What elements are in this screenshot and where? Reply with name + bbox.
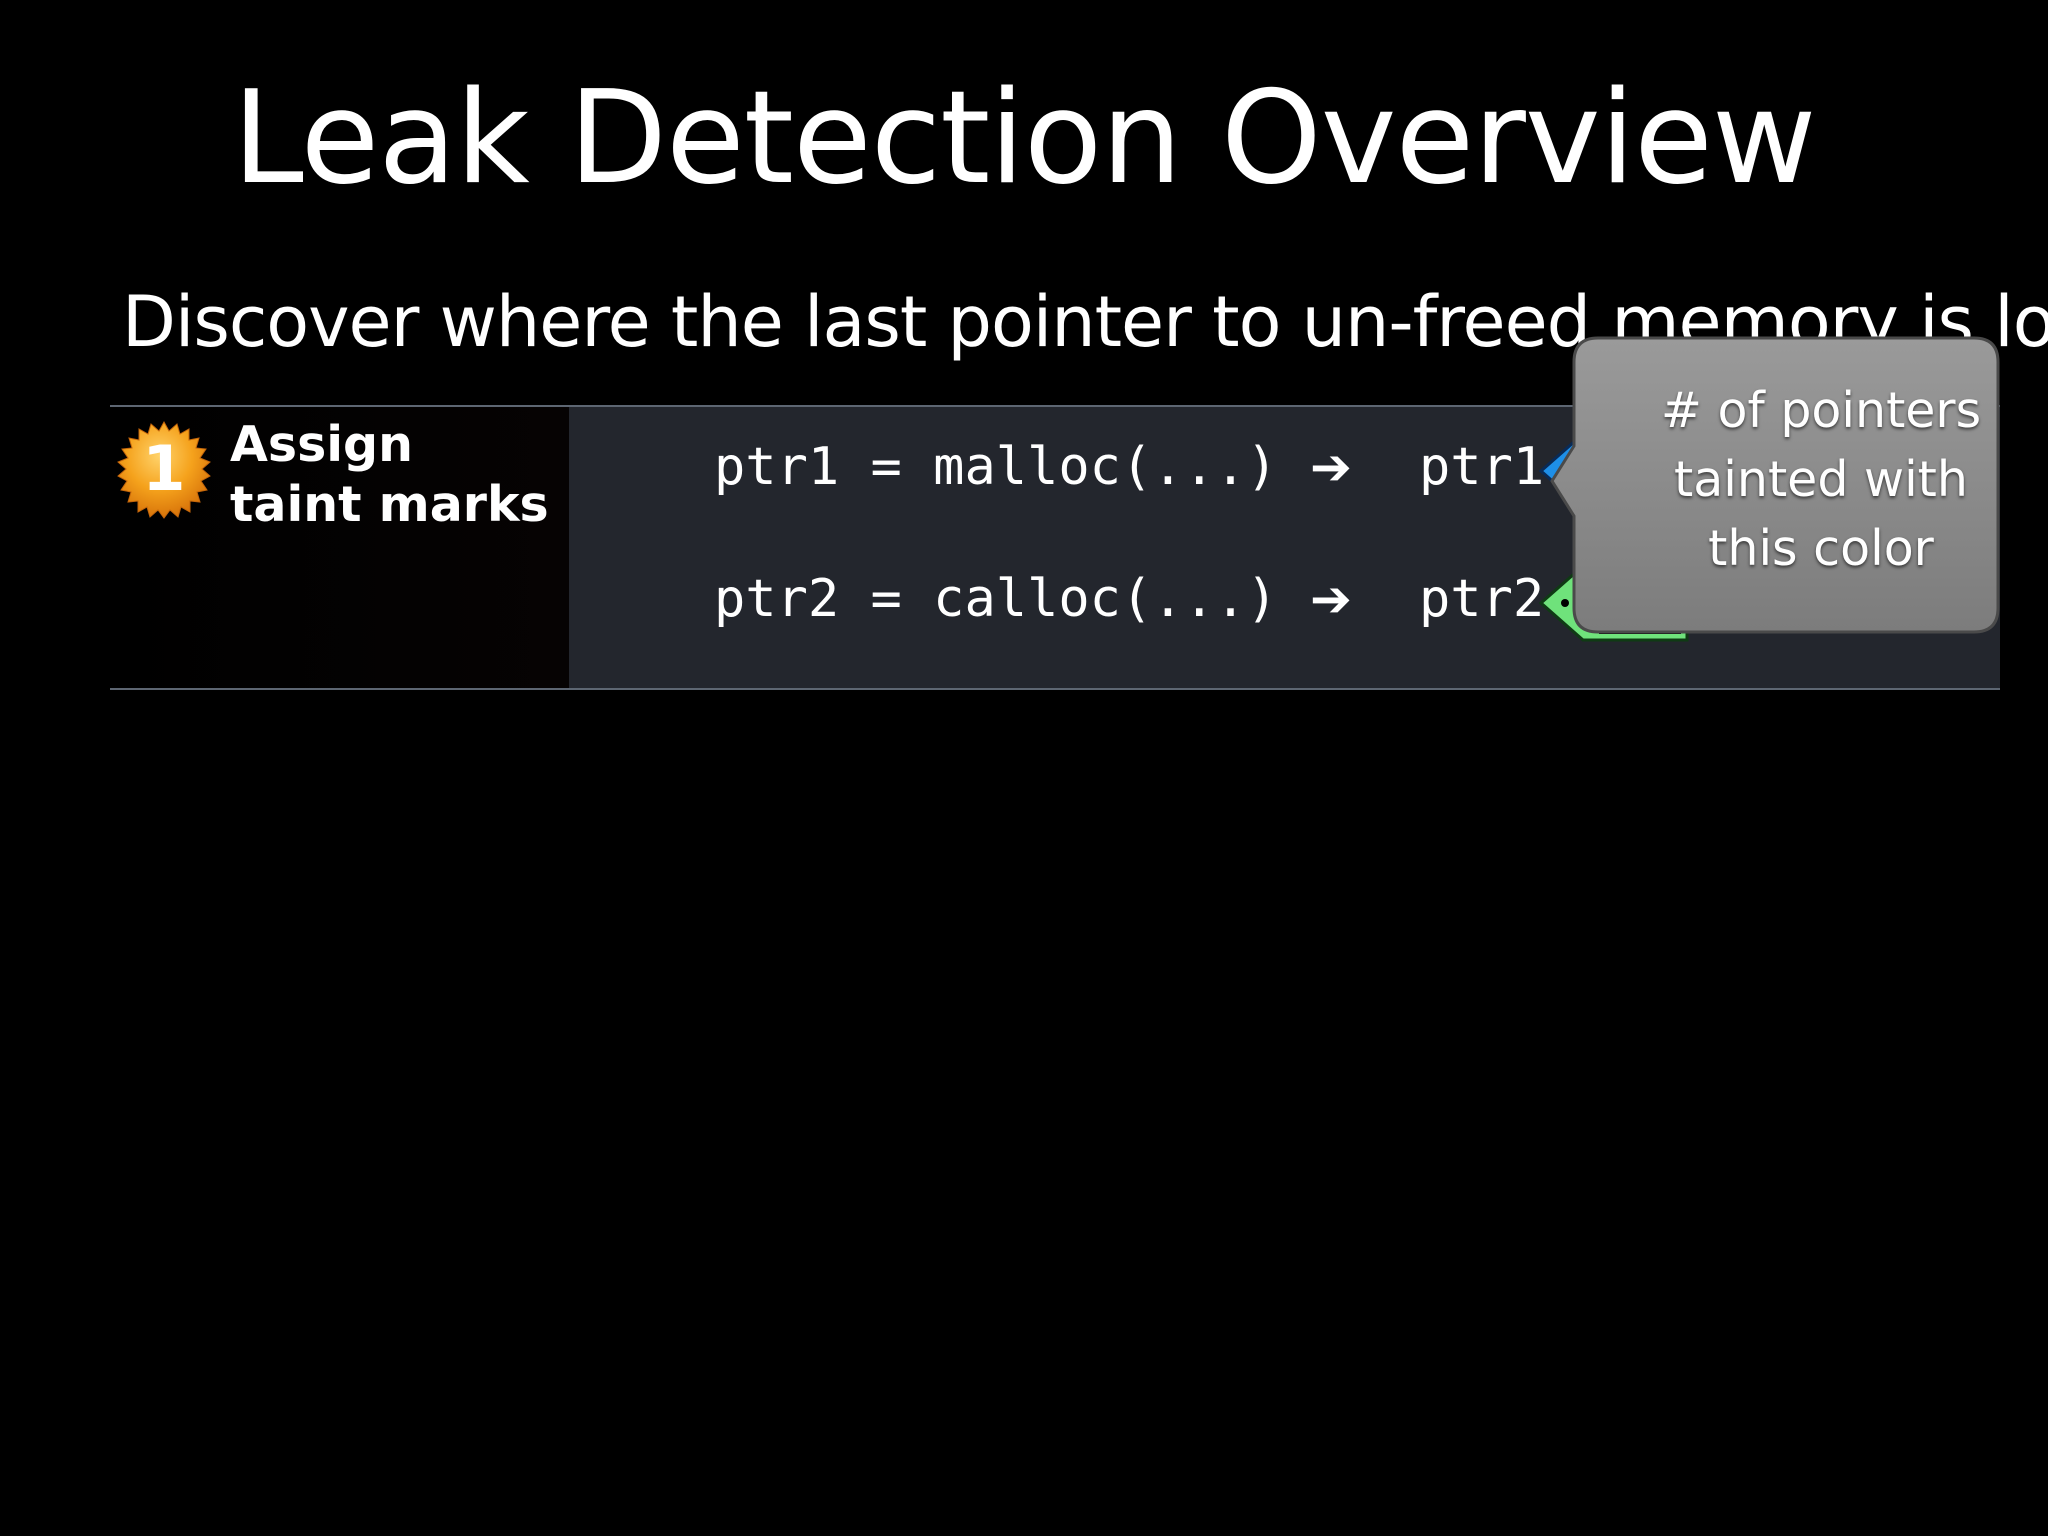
- callout-text-line2: tainted with: [1674, 451, 1968, 508]
- callout-text-line3: this color: [1708, 520, 1934, 577]
- code-variable: ptr1: [1419, 437, 1545, 497]
- callout-text: # of pointers tainted with this color: [1646, 376, 1996, 583]
- arrow-icon: ➔: [1310, 570, 1352, 628]
- step-label-line2: taint marks: [230, 476, 549, 533]
- arrow-icon: ➔: [1310, 438, 1352, 496]
- callout-bubble: # of pointers tainted with this color: [1550, 336, 2000, 634]
- code-expression: ptr1 = malloc(...): [714, 437, 1278, 497]
- step-label-line1: Assign: [230, 416, 414, 473]
- callout-text-line1: # of pointers: [1660, 382, 1982, 439]
- code-expression: ptr2 = calloc(...): [714, 569, 1278, 629]
- slide-title: Leak Detection Overview: [232, 64, 1816, 213]
- code-variable: ptr2: [1419, 569, 1545, 629]
- step-header-cell: 1 Assign taint marks: [110, 407, 569, 688]
- step-label: Assign taint marks: [230, 415, 549, 535]
- step-number-badge-icon: 1: [114, 420, 214, 520]
- step-number: 1: [142, 432, 185, 505]
